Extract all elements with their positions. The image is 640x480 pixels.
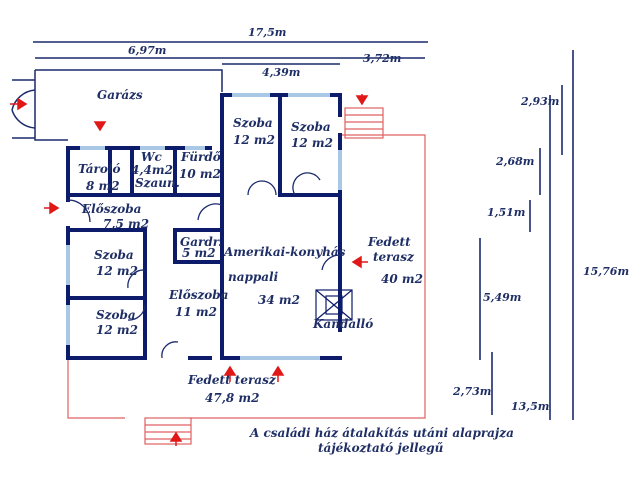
room-hall2: Előszoba [168, 288, 228, 302]
entrance-arrows [10, 94, 369, 446]
dim-right-width: 3,72m [363, 52, 401, 65]
room-terrace-right-line2: terasz [373, 250, 415, 264]
fireplace-label: Kandalló [312, 317, 373, 331]
room-bedroom-mid-area: 12 m2 [96, 264, 138, 278]
room-wardrobe-area: 5 m2 [182, 246, 216, 260]
room-bedroom-top2: Szoba [291, 120, 331, 134]
room-wc: Wc [141, 150, 162, 164]
room-bedroom-top1: Szoba [233, 116, 273, 130]
room-garage: Garázs [97, 88, 143, 102]
windows [66, 93, 342, 360]
room-hall1: Előszoba [81, 202, 141, 216]
dim-total-width: 17,5m [248, 26, 286, 39]
room-hall1-area: 7,5 m2 [103, 217, 149, 231]
room-terrace-right-area: 40 m2 [381, 272, 423, 286]
room-hall2-area: 11 m2 [175, 305, 217, 319]
room-storage: Tároló [78, 162, 120, 176]
room-terrace-right-line1: Fedett [367, 235, 411, 249]
dim-v4: 5,49m [483, 291, 521, 304]
room-bedroom-low: Szoba [96, 308, 136, 322]
garage-outline [11, 69, 223, 141]
dim-v6: 13,5m [511, 400, 549, 413]
dim-v3: 1,51m [487, 206, 525, 219]
room-storage-area: 8 m2 [86, 179, 120, 193]
room-bedroom-top2-area: 12 m2 [291, 136, 333, 150]
room-bath: Fürdő [180, 150, 221, 164]
door-swings [67, 172, 341, 359]
dim-v2: 2,68m [495, 155, 534, 168]
room-terrace-bottom-area: 47,8 m2 [205, 391, 259, 405]
caption-line2: tájékoztató jellegű [318, 441, 444, 455]
room-terrace-bottom: Fedett terasz [187, 373, 277, 387]
room-bedroom-mid: Szoba [94, 248, 134, 262]
dimension-lines [33, 41, 574, 420]
room-sauna: Szaun. [135, 176, 180, 190]
room-living-line1: Amerikai-konyhás [223, 245, 346, 259]
room-living-area: 34 m2 [258, 293, 300, 307]
dim-v7: 15,76m [583, 265, 629, 278]
dim-v1: 2,93m [520, 95, 559, 108]
room-living-line2: nappali [228, 270, 279, 284]
room-wardrobe: Gardr. [180, 235, 222, 249]
dim-mid-width: 4,39m [262, 66, 300, 79]
room-bedroom-top1-area: 12 m2 [233, 133, 275, 147]
fireplace-symbol [315, 289, 353, 321]
room-bath-area: 10 m2 [179, 167, 221, 181]
room-wc-area: 4,4m2 [131, 163, 173, 177]
caption-line1: A családi ház átalakítás utáni alaprajza [249, 426, 514, 440]
dim-garage-width: 6,97m [128, 44, 166, 57]
terrace-outlines [67, 107, 426, 445]
dim-v5: 2,73m [452, 385, 491, 398]
room-bedroom-low-area: 12 m2 [96, 323, 138, 337]
